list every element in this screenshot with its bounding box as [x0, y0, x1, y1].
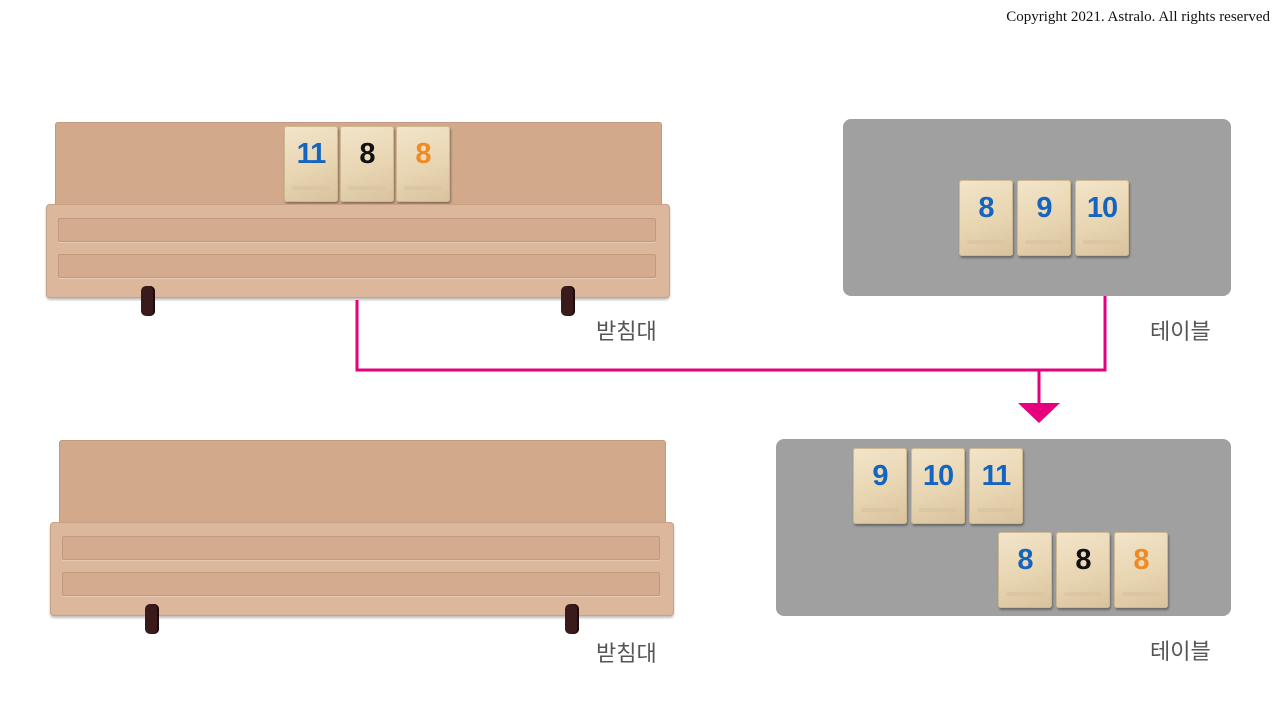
- tile-logo-mark: [861, 508, 899, 512]
- tile-number: 8: [978, 192, 994, 224]
- tile-number: 10: [1086, 192, 1118, 224]
- top-rack-label: 받침대: [596, 320, 657, 345]
- tile-number: 9: [872, 460, 888, 492]
- tile-number: 10: [922, 460, 954, 492]
- number-tile: 9: [853, 448, 907, 524]
- number-tile: 8: [959, 180, 1013, 256]
- tile-number: 8: [1075, 544, 1091, 576]
- bottom-table-group: 8 8 8: [998, 532, 1168, 608]
- rack-front-board: [46, 204, 670, 298]
- tile-number: 9: [1036, 192, 1052, 224]
- rack-leg: [565, 604, 579, 634]
- copyright-text: Copyright 2021. Astralo. All rights rese…: [1006, 9, 1270, 25]
- bottom-table-label: 테이블: [1150, 640, 1211, 665]
- top-table-tiles: 8 9 10: [959, 180, 1129, 256]
- rack-groove: [58, 218, 656, 242]
- tile-logo-mark: [1006, 592, 1044, 596]
- number-tile: 11: [284, 126, 338, 202]
- tile-number: 8: [1133, 544, 1149, 576]
- bottom-rack-label: 받침대: [596, 642, 657, 667]
- number-tile: 9: [1017, 180, 1071, 256]
- rack-leg: [145, 604, 159, 634]
- rack-groove: [62, 536, 660, 560]
- top-rack-tiles: 11 8 8: [284, 126, 450, 202]
- tile-logo-mark: [348, 186, 386, 190]
- tile-logo-mark: [1122, 592, 1160, 596]
- tile-logo-mark: [967, 240, 1005, 244]
- top-table-label: 테이블: [1150, 320, 1211, 345]
- rack-leg: [141, 286, 155, 316]
- tile-number: 8: [415, 138, 431, 170]
- tile-number: 8: [359, 138, 375, 170]
- tile-logo-mark: [1025, 240, 1063, 244]
- rack-groove: [62, 572, 660, 596]
- tile-logo-mark: [977, 508, 1015, 512]
- rack-leg: [561, 286, 575, 316]
- tile-number: 8: [1017, 544, 1033, 576]
- tile-logo-mark: [1083, 240, 1121, 244]
- number-tile: 10: [911, 448, 965, 524]
- number-tile: 10: [1075, 180, 1129, 256]
- tile-number: 11: [981, 460, 1012, 492]
- tile-number: 11: [296, 138, 327, 170]
- bottom-table-run: 9 10 11: [853, 448, 1023, 524]
- tile-logo-mark: [919, 508, 957, 512]
- number-tile: 8: [998, 532, 1052, 608]
- tile-logo-mark: [1064, 592, 1102, 596]
- number-tile: 8: [396, 126, 450, 202]
- number-tile: 8: [1056, 532, 1110, 608]
- arrow-head: [1018, 403, 1060, 423]
- number-tile: 8: [340, 126, 394, 202]
- connector-line: [355, 296, 1107, 372]
- number-tile: 11: [969, 448, 1023, 524]
- rack-front-board: [50, 522, 674, 616]
- tile-logo-mark: [404, 186, 442, 190]
- rack-groove: [58, 254, 656, 278]
- tile-logo-mark: [292, 186, 330, 190]
- number-tile: 8: [1114, 532, 1168, 608]
